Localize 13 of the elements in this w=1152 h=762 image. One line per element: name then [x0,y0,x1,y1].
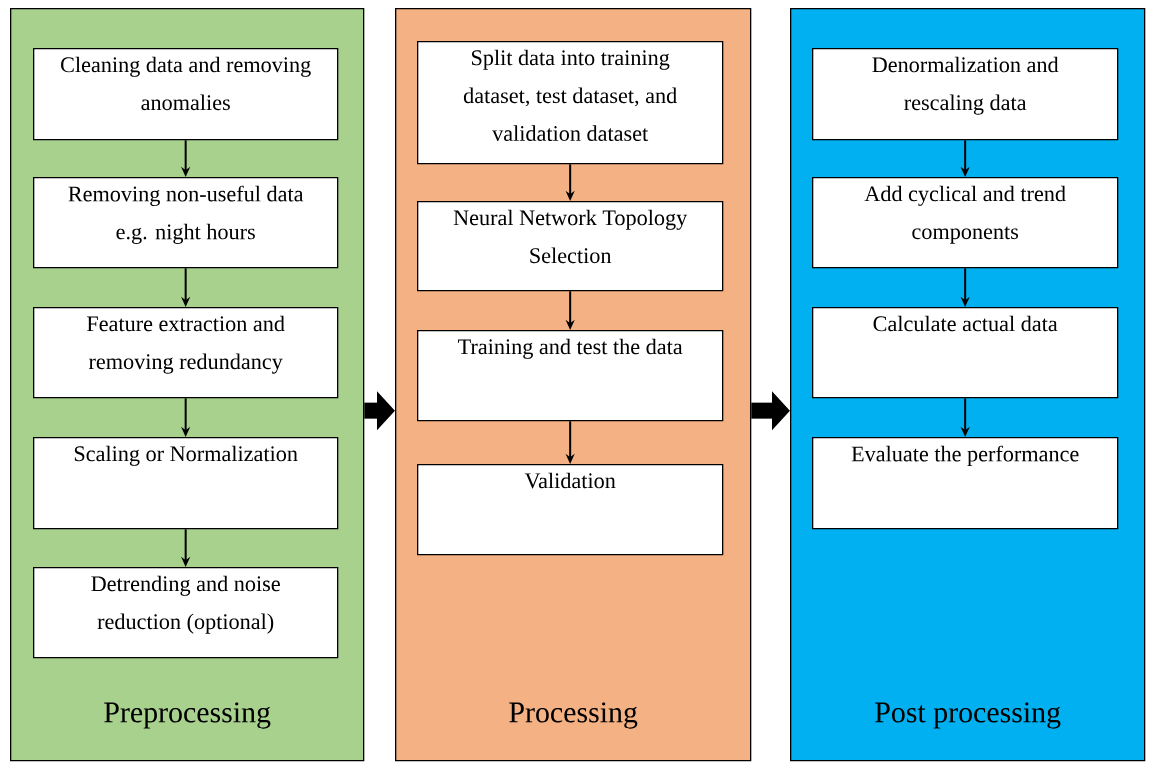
process-box: Calculate actual data [812,307,1119,399]
process-box: Neural Network Topology Selection [417,201,724,292]
process-box: Split data into training dataset, test dataset, and validation dataset [417,41,724,165]
process-box: Training and test the data [417,330,724,422]
process-box: Detrending and noise reduction (optional) [33,567,339,659]
process-box: Cleaning data and removing anomalies [33,48,339,141]
process-box: Add cyclical and trend components [812,177,1119,269]
process-box: Evaluate the performance [812,437,1119,530]
process-box: Scaling or Normalization [33,437,339,530]
process-box: Feature extraction and removing redundancy [33,307,339,399]
process-box: Removing non-useful data e.g. night hours [33,177,339,269]
process-box: Denormalization and rescaling data [812,48,1119,141]
process-box: Validation [417,464,724,556]
